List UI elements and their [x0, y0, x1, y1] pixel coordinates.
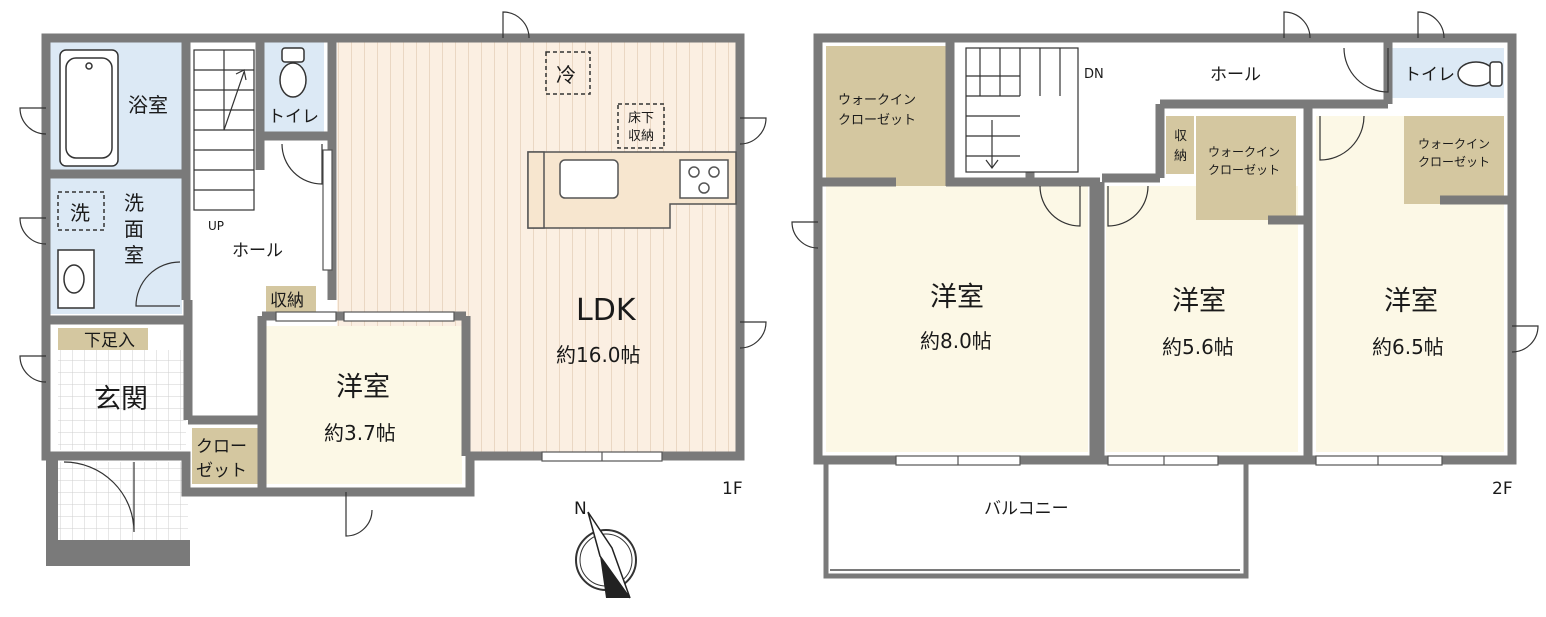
- windows-1f: [275, 149, 663, 462]
- porch-floor: [58, 462, 188, 540]
- up-label: UP: [208, 219, 224, 233]
- storage-2f-label-1: 収: [1174, 129, 1187, 144]
- wic-a-floor: [826, 46, 946, 186]
- toilet-2f-label: トイレ: [1404, 65, 1455, 85]
- closet-floor: [192, 428, 258, 484]
- doors-1f[interactable]: [19, 11, 767, 537]
- washer-mark: 洗: [70, 201, 90, 225]
- western-room-floor: [266, 326, 462, 484]
- north-label: N: [574, 499, 587, 519]
- wic-c-label-2: クローゼット: [1418, 155, 1490, 169]
- staircase-1f[interactable]: [193, 49, 255, 211]
- washroom-label-2: 面: [124, 217, 144, 241]
- toilet-1f-label: トイレ: [268, 107, 319, 127]
- room-c-size: 約6.5帖: [1372, 335, 1444, 359]
- fridge-label: 冷: [556, 63, 576, 87]
- porch-step: [58, 540, 190, 566]
- ldk-label: LDK: [576, 293, 637, 328]
- wic-a-label-2: クローゼット: [838, 113, 916, 128]
- wic-b-label-1: ウォークイン: [1208, 145, 1280, 159]
- staircase-2f[interactable]: [965, 47, 1079, 173]
- fridge-box: [545, 51, 591, 95]
- wic-c-floor: [1404, 116, 1504, 204]
- windows-2f: [895, 455, 1443, 466]
- porch-wall: [46, 456, 58, 566]
- room-a-label: 洋室: [930, 282, 984, 313]
- washbasin: [57, 249, 95, 309]
- underfloor-box: [617, 103, 665, 149]
- underfloor-label-2: 収納: [628, 129, 654, 144]
- shoe-storage-label: 下足入: [84, 331, 135, 351]
- underfloor-label-1: 床下: [628, 111, 654, 126]
- room-a-floor: [826, 186, 1088, 452]
- room-a-size: 約8.0帖: [920, 329, 992, 353]
- room-b-label: 洋室: [1172, 286, 1226, 317]
- room-c-label: 洋室: [1384, 286, 1438, 317]
- western-room-1f-size: 約3.7帖: [324, 421, 396, 445]
- toilet-1f-fixture: [279, 47, 307, 98]
- storage-1f-label: 収納: [270, 291, 304, 311]
- toilet-2f-fixture: [1457, 61, 1503, 87]
- washroom-label-3: 室: [124, 243, 144, 267]
- washroom-label-1: 洗: [124, 191, 144, 215]
- entrance-floor: [58, 350, 186, 450]
- storage-2f-label-2: 納: [1174, 149, 1187, 164]
- bath-label: 浴室: [128, 93, 168, 117]
- entrance-label: 玄関: [94, 384, 148, 415]
- balcony-label: バルコニー: [984, 499, 1069, 519]
- ldk-size: 約16.0帖: [556, 343, 641, 367]
- balcony: [823, 460, 1249, 579]
- wic-b-floor: [1196, 116, 1296, 220]
- dn-label: DN: [1084, 67, 1104, 82]
- hall-1f-label: ホール: [232, 241, 283, 261]
- washer-box: [57, 191, 105, 231]
- floor-2f: バルコニー DN ホール トイレ ウォークイン クローゼット 収: [791, 11, 1539, 579]
- doors-2f[interactable]: [791, 11, 1539, 353]
- compass: N: [574, 499, 637, 599]
- storage-2f-floor: [1166, 116, 1194, 174]
- closet-label-2: ゼット: [196, 461, 247, 481]
- room-b-floor: [1106, 186, 1298, 452]
- floor-1f-label: 1F: [722, 479, 743, 499]
- storage-floor: [266, 286, 316, 312]
- wic-c-label-1: ウォークイン: [1418, 137, 1490, 151]
- hall-2f-label: ホール: [1210, 65, 1261, 85]
- western-room-1f-label: 洋室: [336, 372, 390, 403]
- room-b-size: 約5.6帖: [1162, 335, 1234, 359]
- kitchen-counter: [527, 151, 737, 229]
- wic-a-label-1: ウォークイン: [838, 93, 916, 108]
- closet-label-1: クロー: [196, 437, 247, 457]
- floor-1f: 浴室 トイレ 洗 洗 面 室 UP ホール 収納 下足入 玄関 クロー ゼット …: [19, 11, 767, 566]
- floor-2f-label: 2F: [1492, 479, 1513, 499]
- bathtub: [59, 49, 119, 167]
- wic-b-label-2: クローゼット: [1208, 163, 1280, 177]
- shoe-storage-floor: [58, 328, 148, 350]
